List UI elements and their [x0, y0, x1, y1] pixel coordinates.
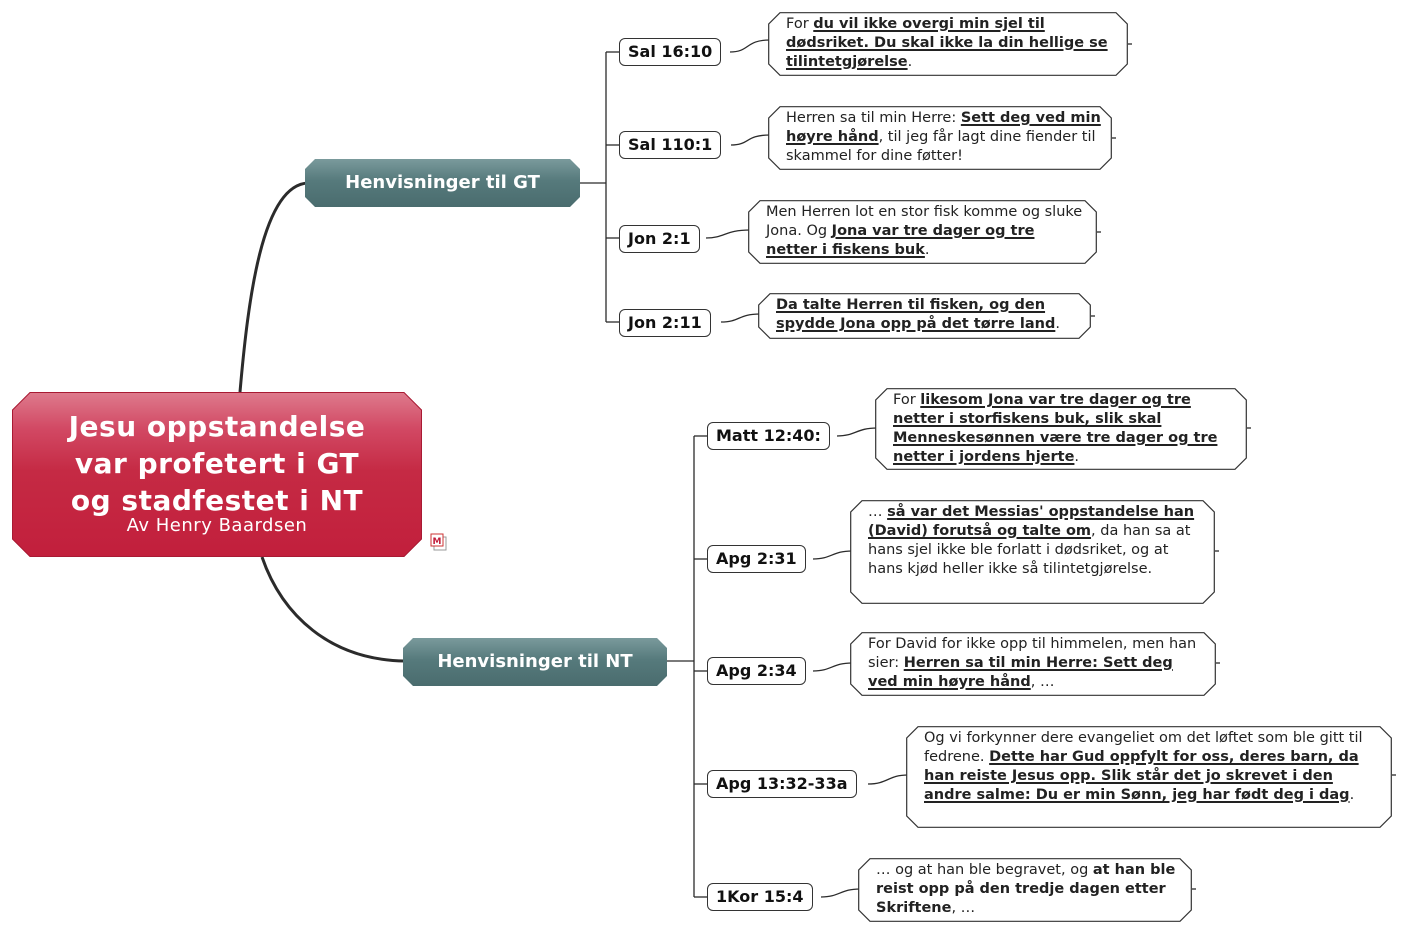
- note-border: [768, 106, 1112, 170]
- plain-text: Men Herren lot en stor fisk komme og slu…: [766, 204, 1083, 239]
- note-text: Og vi forkynner dere evangeliet om det l…: [924, 729, 1382, 805]
- note-text: … så var det Messias' oppstandelse han (…: [868, 503, 1205, 579]
- svg-text:M: M: [433, 537, 442, 547]
- note-jon-2-1[interactable]: Men Herren lot en stor fisk komme og slu…: [748, 200, 1097, 264]
- note-sal-16-10[interactable]: For du vil ikke overgi min sjel til døds…: [768, 12, 1128, 76]
- scripture-quote: Sett deg ved min høyre hånd: [786, 110, 1101, 145]
- note-border: [768, 12, 1128, 76]
- note-text: For David for ikke opp til himmelen, men…: [868, 635, 1206, 692]
- plain-text: .: [907, 54, 913, 70]
- ref-jon-2-1[interactable]: Jon 2:1: [619, 225, 700, 253]
- note-border: [850, 632, 1216, 696]
- ref-sal-16-10[interactable]: Sal 16:10: [619, 38, 722, 66]
- ref-jon-2-11[interactable]: Jon 2:11: [619, 309, 711, 337]
- note-border: [748, 200, 1097, 264]
- note-border: [758, 293, 1091, 339]
- plain-text: Og vi forkynner dere evangeliet om det l…: [924, 730, 1363, 765]
- note-text: Men Herren lot en stor fisk komme og slu…: [766, 203, 1087, 260]
- plain-text: … og at han ble begravet, og: [876, 862, 1093, 878]
- note-border: [875, 388, 1247, 470]
- ref-matt-12-40[interactable]: Matt 12:40:: [707, 422, 830, 450]
- scripture-quote: du vil ikke overgi min sjel til dødsrike…: [786, 16, 1108, 70]
- note-border: [906, 726, 1392, 828]
- plain-text: For: [786, 16, 814, 32]
- note-jon-2-11[interactable]: Da talte Herren til fisken, og den spydd…: [758, 293, 1091, 339]
- plain-text: , …: [951, 900, 976, 916]
- note-apg-2-34[interactable]: For David for ikke opp til himmelen, men…: [850, 632, 1216, 696]
- plain-text: , da han sa at hans sjel ikke ble forlat…: [868, 523, 1191, 577]
- plain-text: For David for ikke opp til himmelen, men…: [868, 636, 1197, 671]
- scripture-quote: Dette har Gud oppfylt for oss, deres bar…: [924, 749, 1359, 803]
- plain-text: .: [1349, 787, 1355, 803]
- mindmanager-icon[interactable]: M: [430, 533, 448, 551]
- plain-text: …: [868, 504, 888, 520]
- note-sal-110-1[interactable]: Herren sa til min Herre: Sett deg ved mi…: [768, 106, 1112, 170]
- note-text: Da talte Herren til fisken, og den spydd…: [776, 296, 1081, 334]
- scripture-quote: likesom Jona var tre dager og tre netter…: [893, 392, 1218, 465]
- plain-text: .: [1074, 449, 1080, 465]
- note-apg-2-31[interactable]: … så var det Messias' oppstandelse han (…: [850, 500, 1215, 604]
- ref-apg-2-31[interactable]: Apg 2:31: [707, 545, 806, 573]
- note-matt-12-40[interactable]: For likesom Jona var tre dager og tre ne…: [875, 388, 1247, 470]
- emphasis-text: at han ble reist opp på den tredje dagen…: [876, 862, 1176, 916]
- scripture-quote: Jona var tre dager og tre netter i fiske…: [766, 223, 1035, 258]
- scripture-quote: Da talte Herren til fisken, og den spydd…: [776, 297, 1056, 332]
- plain-text: Herren sa til min Herre:: [786, 110, 961, 126]
- note-text: … og at han ble begravet, og at han ble …: [876, 861, 1182, 918]
- ref-apg-13-32-33a[interactable]: Apg 13:32-33a: [707, 770, 857, 798]
- central-topic-title: Jesu oppstandelse var profetert i GT og …: [68, 410, 366, 517]
- note-apg-13-32-33a[interactable]: Og vi forkynner dere evangeliet om det l…: [906, 726, 1392, 828]
- plain-text: .: [924, 242, 930, 258]
- note-border: [858, 858, 1192, 922]
- plain-text: .: [1055, 316, 1060, 332]
- central-topic[interactable]: Jesu oppstandelse var profetert i GT og …: [12, 392, 422, 557]
- plain-text: For: [893, 392, 921, 408]
- scripture-quote: så var det Messias' oppstandelse han (Da…: [868, 504, 1195, 539]
- note-text: For likesom Jona var tre dager og tre ne…: [893, 391, 1237, 467]
- plain-text: , …: [1030, 674, 1055, 690]
- plain-text: , til jeg får lagt dine fiender til skam…: [786, 129, 1096, 164]
- scripture-quote: Herren sa til min Herre: Sett deg ved mi…: [868, 655, 1173, 690]
- branch-gt[interactable]: Henvisninger til GT: [305, 159, 580, 207]
- ref-apg-2-34[interactable]: Apg 2:34: [707, 657, 806, 685]
- central-topic-subtitle: Av Henry Baardsen: [126, 515, 308, 536]
- central-topic-border: [12, 392, 422, 557]
- ref-1kor-15-4[interactable]: 1Kor 15:4: [707, 883, 813, 911]
- note-border: [850, 500, 1215, 604]
- note-1kor-15-4[interactable]: … og at han ble begravet, og at han ble …: [858, 858, 1192, 922]
- branch-nt[interactable]: Henvisninger til NT: [403, 638, 667, 686]
- note-text: For du vil ikke overgi min sjel til døds…: [786, 15, 1118, 72]
- note-text: Herren sa til min Herre: Sett deg ved mi…: [786, 109, 1102, 166]
- ref-sal-110-1[interactable]: Sal 110:1: [619, 131, 722, 159]
